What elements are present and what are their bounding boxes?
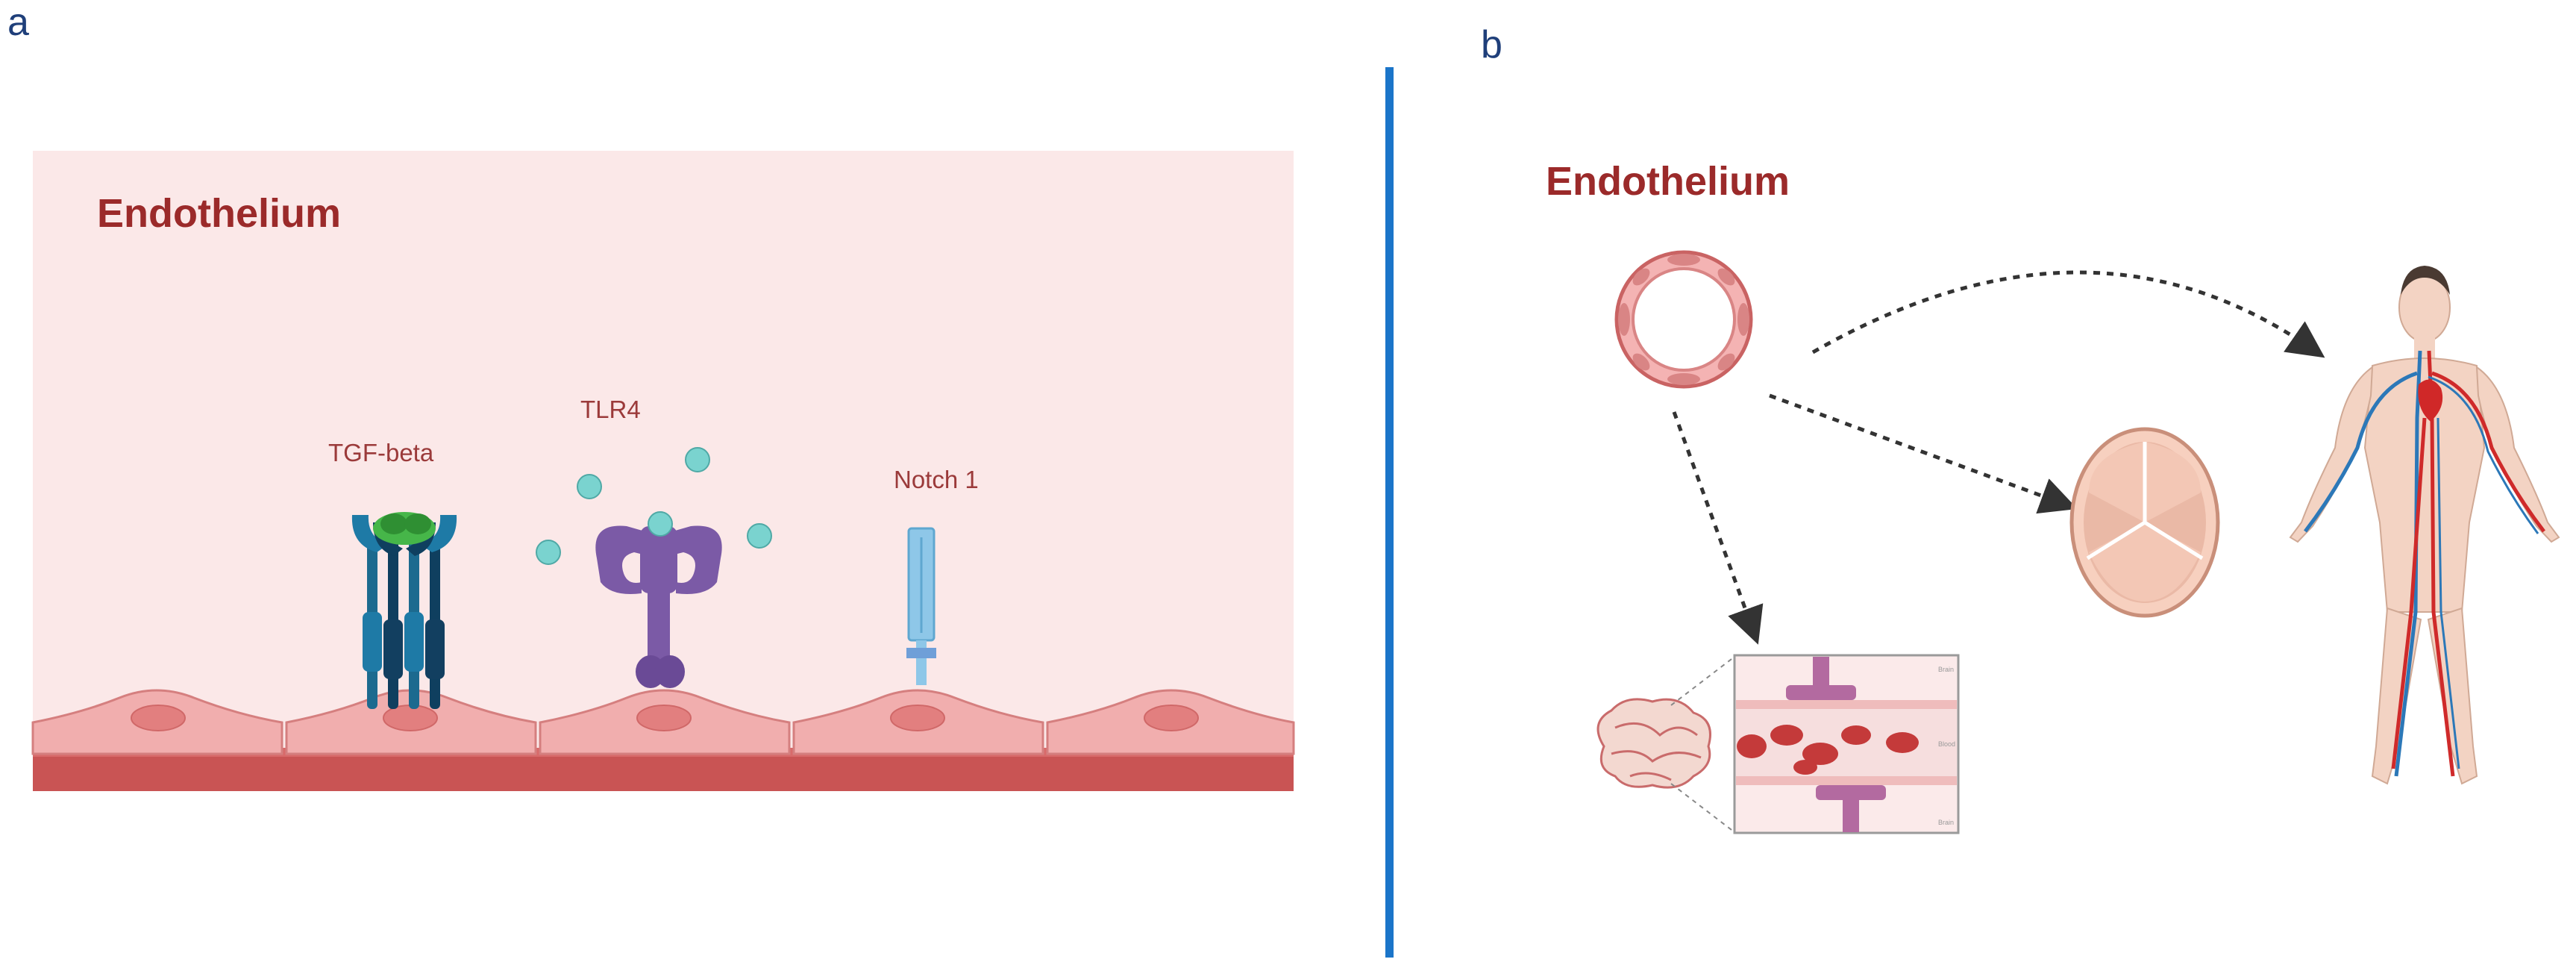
blood-vessel-cross-section-icon xyxy=(1614,250,1753,389)
tlr4-label: TLR4 xyxy=(580,396,641,423)
tgf-beta-receptor-icon xyxy=(351,512,457,709)
panel-b-letter: b xyxy=(1481,23,1502,66)
brain-icon xyxy=(1596,698,1711,789)
panel-divider xyxy=(1385,67,1394,958)
tgf-beta-label: TGF-beta xyxy=(328,439,434,466)
tlr4-receptor-icon xyxy=(595,525,722,688)
inset-label-middle: Blood xyxy=(1938,740,1955,748)
notch-1-receptor-icon xyxy=(906,527,936,685)
inset-label-bottom: Brain xyxy=(1938,819,1954,826)
panel-a-letter: a xyxy=(7,1,29,44)
arrow-to-brain xyxy=(1672,411,1764,645)
lps-ligands xyxy=(536,447,772,565)
inset-label-top: Brain xyxy=(1938,666,1954,673)
zoom-lines xyxy=(1670,656,1735,833)
cell-nuclei xyxy=(131,705,1199,731)
dotted-arrows xyxy=(1672,270,2325,645)
panel-b-title: Endothelium xyxy=(1546,159,1790,204)
arrow-to-body xyxy=(1811,270,2325,358)
panel-a-title: Endothelium xyxy=(97,191,341,236)
blood-brain-barrier-inset: Brain Blood Brain xyxy=(1733,654,1960,834)
human-body-circulatory-icon xyxy=(2289,266,2560,785)
arrow-to-valve xyxy=(1769,393,2078,514)
basement-membrane xyxy=(33,754,1294,791)
heart-valve-icon xyxy=(2069,427,2220,618)
notch-1-label: Notch 1 xyxy=(894,466,979,493)
